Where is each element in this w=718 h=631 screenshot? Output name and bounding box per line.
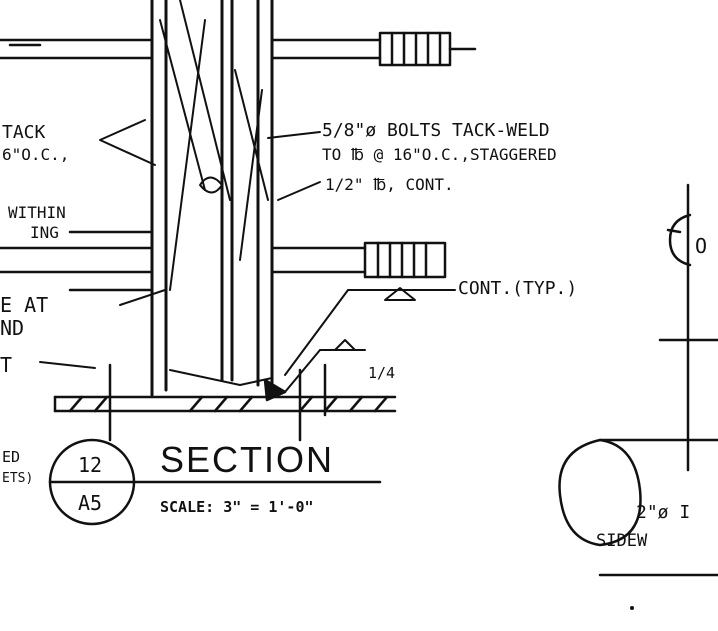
note-plate-cont: 1/2" ℔, CONT.: [325, 175, 454, 194]
note-bolts-line2: TO ℔ @ 16"O.C.,STAGGERED: [322, 145, 557, 164]
note-bolts-line1: 5/8"ø BOLTS TACK-WELD: [322, 120, 550, 141]
leader-lines: [39, 119, 456, 376]
note-weld-size: 1/4: [368, 364, 395, 382]
note-cont-typ: CONT.(TYP.): [458, 278, 577, 299]
section-title: SECTION: [160, 439, 334, 480]
pipe-label-1: 2"ø I: [636, 502, 690, 523]
base-plate: [53, 363, 397, 442]
pipe-detail: [558, 183, 718, 577]
note-left-within: WITHIN: [8, 203, 66, 222]
weld-symbol: [284, 339, 366, 393]
note-left-nd: ND: [0, 316, 24, 340]
note-left-t: T: [0, 353, 12, 377]
note-right-o: O: [695, 234, 707, 258]
note-left-ed: ED: [2, 448, 20, 466]
diagonal-struts: [159, 0, 273, 386]
note-left-ets: ETS): [2, 471, 33, 486]
bottom-bolt: [0, 230, 447, 292]
stray-mark: [630, 606, 634, 610]
sheet-number: A5: [78, 491, 102, 515]
detail-bubble: [48, 438, 382, 526]
section-scale: SCALE: 3" = 1'-0": [160, 498, 314, 516]
note-left-tack: TACK: [2, 122, 46, 143]
note-left-tack-spacing: 6"O.C.,: [2, 145, 69, 164]
note-left-plate-at: E AT: [0, 293, 48, 317]
detail-number: 12: [78, 453, 102, 477]
note-left-ing: ING: [30, 223, 59, 242]
top-bolt: [0, 31, 477, 67]
vertical-members: [150, 0, 274, 397]
pipe-label-2: SIDEW: [596, 531, 648, 551]
